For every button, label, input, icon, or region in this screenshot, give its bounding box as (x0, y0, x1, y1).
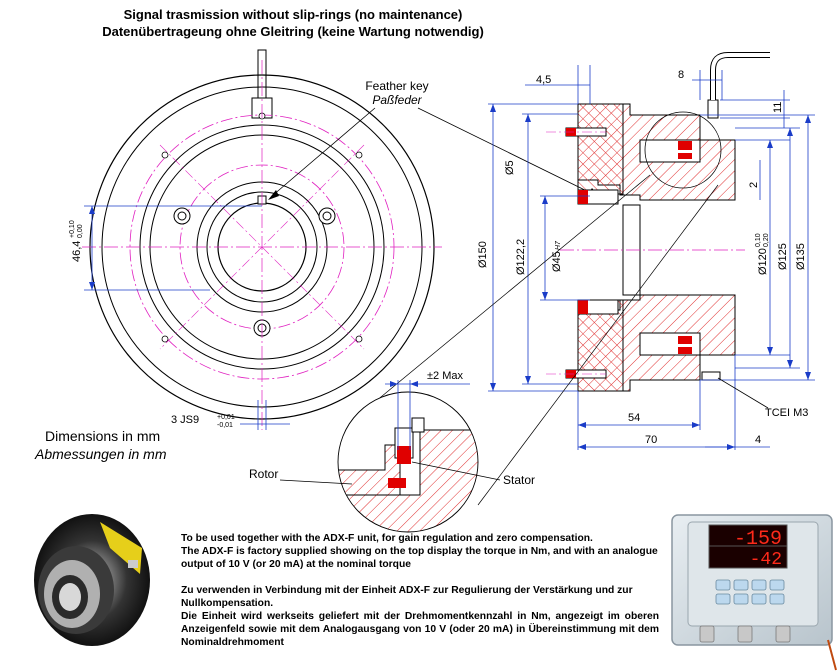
tcei-label: TCEI M3 (765, 407, 808, 419)
dim-d5: Ø5 (504, 160, 516, 175)
dim-d122: Ø122,2 (515, 239, 527, 275)
description-de-2: Die Einheit wird werkseits geliefert mit… (181, 611, 659, 648)
front-view: 46,4 +0,10 0,00 3 JS9 +0,01 -0,01 (69, 49, 442, 430)
dim-4: 4 (755, 434, 761, 446)
dim-d125: Ø125 (777, 243, 789, 270)
cable-glands (699, 625, 791, 643)
description-de-1: Zu verwenden in Verbindung mit der Einhe… (181, 585, 633, 609)
unit-buttons (715, 579, 785, 605)
dim-70: 70 (645, 434, 657, 446)
adx-unit-photo: -159 -42 (671, 514, 837, 671)
dim-d45-tol: H7 (555, 240, 562, 250)
dim-key-tol-lo: -0,01 (217, 422, 233, 429)
dim-key: 3 JS9 (171, 414, 199, 426)
section-view (546, 52, 770, 392)
description-en-2: The ADX-F is factory supplied showing on… (181, 546, 658, 570)
flange-left-upper (577, 103, 624, 195)
description-block: To be used together with the ADX-F unit,… (181, 532, 659, 649)
detail-circle-small (644, 111, 722, 189)
title-line-2: Datenübertrageung ohne Gleitring (keine … (102, 24, 484, 39)
dim-2: 2 (748, 182, 760, 188)
dimensions-label: Dimensions in mm (45, 428, 160, 444)
dim-46-tol-lo: 0,00 (77, 224, 84, 238)
display-top-value: -159 (734, 528, 782, 551)
dim-d135: Ø135 (795, 243, 807, 270)
dim-d45: Ø45 (551, 251, 563, 272)
dim-46: 46,4 (71, 241, 83, 262)
dim-key-tol-up: +0,01 (217, 414, 235, 421)
title-line-1: Signal trasmission without slip-rings (n… (124, 7, 463, 22)
dim-d120: Ø120 (757, 248, 769, 275)
dimensions-label-de: Abmessungen in mm (34, 446, 167, 462)
detail-view (337, 174, 719, 533)
stator-label: Stator (503, 473, 535, 487)
section-dimensions (488, 65, 815, 450)
sensor-photo (34, 514, 150, 646)
feather-key-label: Feather key (365, 79, 428, 93)
dim-4-5: 4,5 (536, 74, 551, 86)
description-en-1: To be used together with the ADX-F unit,… (181, 533, 593, 544)
dim-d120-tol-lo: 0,20 (763, 233, 770, 247)
max2-label: ±2 Max (427, 370, 463, 382)
dim-11: 11 (772, 102, 784, 113)
dim-d150: Ø150 (477, 241, 489, 268)
feather-key-label-de: Paßfeder (372, 93, 422, 107)
display-bottom-value: -42 (750, 550, 782, 570)
detail-circle (337, 391, 479, 533)
dim-8: 8 (678, 69, 684, 81)
dim-46-tol-up: +0,10 (69, 220, 76, 238)
dim-54: 54 (628, 412, 640, 424)
dim-d120-tol-up: 0,10 (755, 233, 762, 247)
rotor-label: Rotor (249, 467, 278, 481)
pcd-holes (161, 112, 363, 343)
